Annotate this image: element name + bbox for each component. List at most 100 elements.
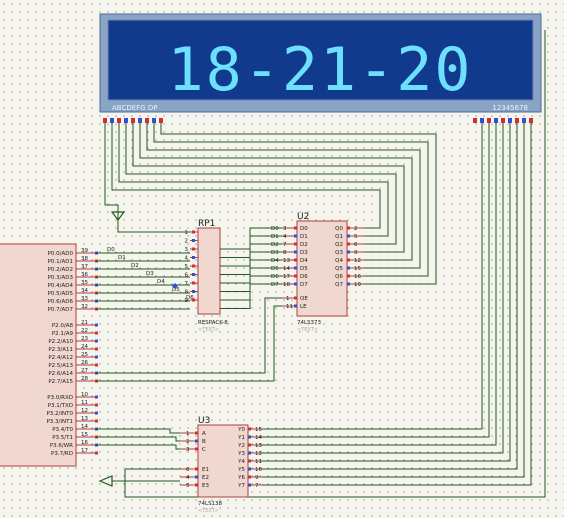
pin-marker [294, 304, 297, 308]
display-segment-pin [103, 118, 107, 123]
u3-pin-number: 3 [186, 447, 190, 453]
rp1-part: RESPACK-8 [198, 320, 228, 326]
pin-marker [95, 403, 98, 407]
p0-pin-name: P0.1/AD1 [48, 259, 73, 265]
p3-pin-name: P3.2/INT0 [46, 411, 73, 417]
u3-body [197, 424, 249, 498]
u2-pin-name: Q2 [335, 242, 343, 248]
display-segment-pin [124, 118, 128, 123]
u2-pin-name: Q7 [335, 282, 343, 288]
pin-marker [192, 298, 195, 302]
u2-input-net-label: D4 [271, 258, 279, 264]
u2-pin-name: Q5 [335, 266, 343, 272]
u2-pin-number: 4 [283, 234, 287, 240]
p0-pin-name: P0.0/AD0 [48, 251, 74, 257]
p0-pin-name: P0.4/AD4 [48, 283, 74, 289]
u2-pin-name: D5 [300, 266, 308, 272]
p3-pin-name: P3.3/INT1 [46, 419, 73, 425]
p2-pin-number: 24 [81, 344, 88, 350]
display-digit-pin [494, 118, 498, 123]
segment-wire [146, 123, 421, 269]
p2-pin-number: 23 [81, 336, 88, 342]
segment-wire [111, 123, 381, 229]
p0-pin-name: P0.6/AD6 [48, 299, 74, 305]
pin-marker [294, 250, 297, 254]
ground-wire [104, 123, 119, 212]
pin-marker [192, 264, 195, 268]
p0-pin-number: 39 [81, 248, 88, 254]
pin-marker [294, 282, 297, 286]
p0-pin-number: 38 [81, 256, 88, 262]
pin-marker [347, 234, 350, 238]
digit-pins-label: 12345678 [492, 104, 528, 112]
u3-pin-number: 10 [255, 467, 262, 473]
pin-marker [248, 475, 251, 479]
p2-pin-number: 21 [81, 320, 88, 326]
display-digit-pin [529, 118, 533, 123]
p0-pin-number: 37 [81, 264, 88, 270]
p0-pin-number: 32 [81, 304, 88, 310]
pin-marker [95, 411, 98, 415]
u2-pin-number: 6 [354, 242, 358, 248]
pin-marker [195, 483, 198, 487]
pin-marker [347, 258, 350, 262]
pin-marker [294, 274, 297, 278]
u3-pin-number: 7 [255, 483, 259, 489]
u2-pin-number: 5 [354, 234, 358, 240]
pin-marker [195, 431, 198, 435]
display-segment-pin [138, 118, 142, 123]
u2-pin-name: OE [300, 296, 308, 302]
p3-pin-name: P3.0/RXD [47, 395, 73, 401]
segment-pins-label: ABCDEFG DP [112, 104, 157, 112]
pin-marker [347, 274, 350, 278]
u2-pin-name: Q4 [335, 258, 343, 264]
u2-pin-number: 2 [354, 226, 358, 232]
digit-wire [262, 123, 483, 430]
display-segment-pin [159, 118, 163, 123]
p3-pin-number: 14 [81, 424, 88, 430]
pin-marker [195, 475, 198, 479]
u3-pin-name: E1 [202, 467, 209, 473]
u3-pin-number: 12 [255, 451, 262, 457]
u2-pin-number: 17 [283, 274, 290, 280]
digit-wire [262, 123, 497, 446]
u3-pin-name: Y2 [237, 443, 245, 449]
p2-pin-name: P2.4/A12 [48, 355, 73, 361]
p0-pin-name: P0.3/AD3 [48, 275, 74, 281]
display-digit-pin [515, 118, 519, 123]
u3-pin-name: E2 [202, 475, 209, 481]
pin-marker [95, 451, 98, 455]
u2-input-net-label: D0 [271, 226, 279, 232]
pin-marker [347, 242, 350, 246]
u3-pin-name: Y6 [237, 475, 245, 481]
u3-pin-name: A [202, 431, 206, 437]
pin-marker [95, 347, 98, 351]
u3-pin-number: 13 [255, 443, 262, 449]
p3-pin-number: 12 [81, 408, 88, 414]
digit-wire [262, 123, 504, 454]
address-wire [96, 428, 180, 434]
segment-wire [139, 123, 413, 261]
pin-marker [294, 226, 297, 230]
p3-pin-name: P3.1/TXD [48, 403, 73, 409]
p2-pin-number: 27 [81, 368, 88, 374]
segment-wire [132, 123, 405, 253]
p2-pin-number: 25 [81, 352, 88, 358]
pin-marker [95, 395, 98, 399]
p2-pin-number: 26 [81, 360, 88, 366]
pin-marker [195, 467, 198, 471]
rp1-pin-number: 8 [185, 290, 189, 296]
digit-wire [262, 123, 525, 478]
rp1-pin-number: 4 [185, 256, 189, 262]
segment-wire [125, 123, 397, 245]
u3-pin-number: 11 [255, 459, 262, 465]
u2-pin-name: Q6 [335, 274, 343, 280]
rp1-pin-number: 7 [185, 281, 189, 287]
ground-symbol [98, 475, 113, 487]
